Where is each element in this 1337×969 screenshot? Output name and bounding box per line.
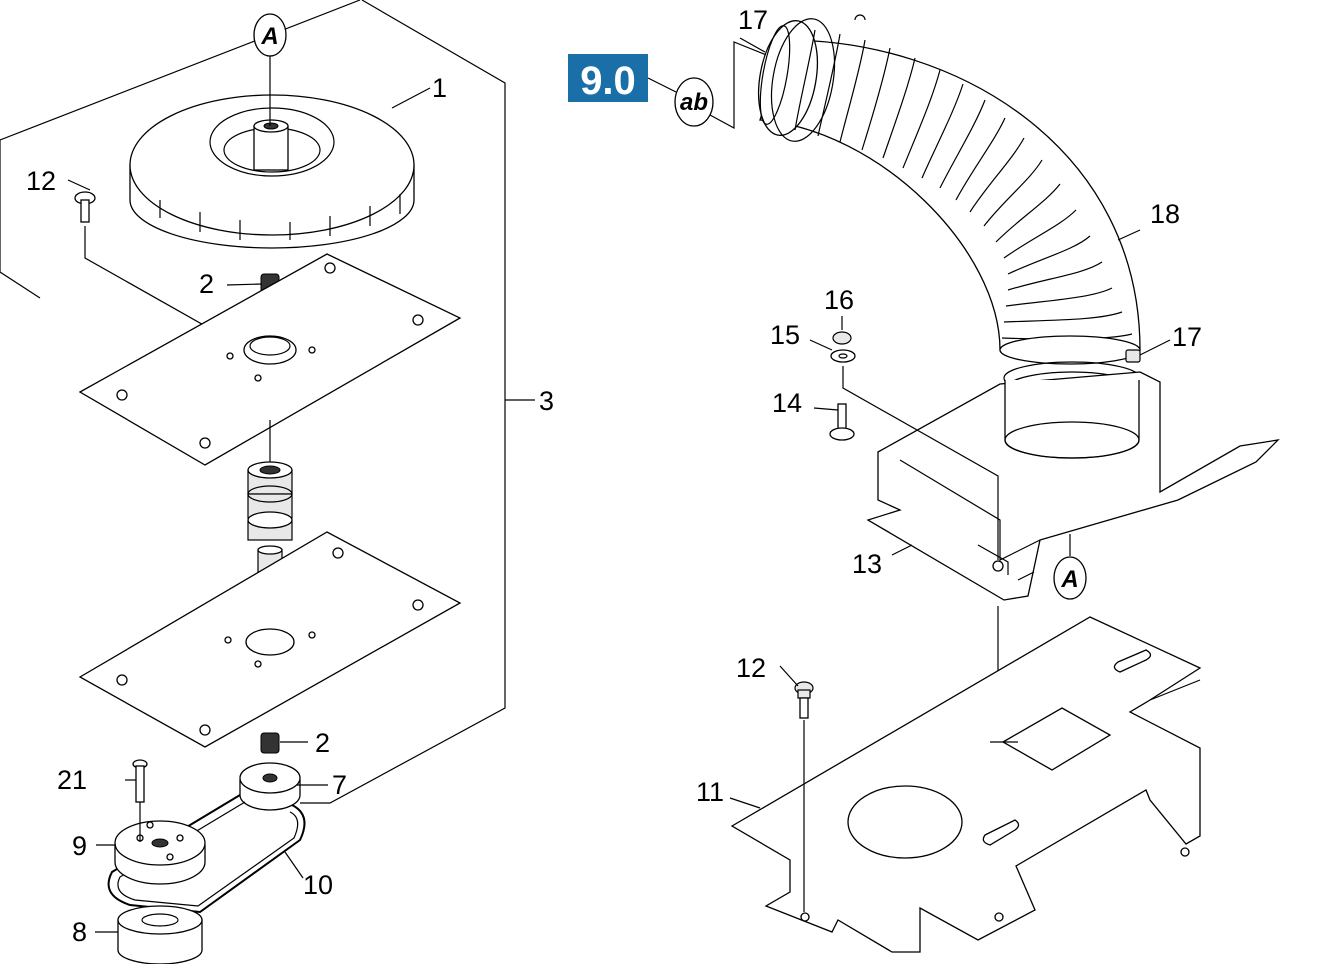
washer-15 xyxy=(830,349,856,363)
fan-wheel xyxy=(129,94,415,249)
svg-text:A: A xyxy=(260,23,278,50)
callout-18: 18 xyxy=(1150,199,1180,229)
base-plate-11 xyxy=(730,616,1202,953)
pulley-7 xyxy=(239,762,301,811)
upper-mounting-plate xyxy=(78,253,462,466)
assembly-3-outline xyxy=(0,0,535,804)
callout-10: 10 xyxy=(303,870,333,900)
callout-14: 14 xyxy=(772,388,802,418)
callout-12-right: 12 xyxy=(736,653,766,683)
callout-16: 16 xyxy=(824,285,854,315)
svg-text:9.0: 9.0 xyxy=(580,59,636,103)
lower-mounting-plate xyxy=(78,531,462,748)
callout-2-top: 2 xyxy=(199,269,214,299)
callout-1: 1 xyxy=(432,73,447,103)
section-badge: 9.0 xyxy=(568,54,648,103)
callout-2-bottom: 2 xyxy=(315,728,330,758)
callout-13: 13 xyxy=(852,549,882,579)
nut-16 xyxy=(832,331,852,345)
screw-21 xyxy=(132,759,148,842)
leader-lines xyxy=(67,87,1171,933)
reference-marker-a-top: A xyxy=(253,13,287,126)
svg-text:A: A xyxy=(1060,566,1078,593)
pulley-9 xyxy=(114,820,206,885)
callout-9: 9 xyxy=(72,831,87,861)
svg-text:ab: ab xyxy=(680,89,708,116)
callout-17-bottom: 17 xyxy=(1172,322,1202,352)
hose-clamp-17-top xyxy=(770,14,866,142)
hub-8 xyxy=(117,905,203,965)
callout-17-top: 17 xyxy=(738,5,768,35)
screw-12-right xyxy=(794,681,814,912)
callout-11: 11 xyxy=(696,777,724,807)
reference-marker-ab: ab xyxy=(674,77,714,127)
callout-12-left: 12 xyxy=(26,166,56,196)
bolt-14 xyxy=(829,403,855,441)
duct-bracket-13 xyxy=(866,371,1280,601)
callout-8: 8 xyxy=(72,917,87,947)
callout-7: 7 xyxy=(332,770,347,800)
flexible-hose-18 xyxy=(757,20,1141,365)
nut-2-bottom xyxy=(260,732,280,754)
callout-21: 21 xyxy=(57,765,87,795)
reference-marker-a-bottom: A xyxy=(1053,534,1087,600)
callout-15: 15 xyxy=(770,320,800,350)
callout-3: 3 xyxy=(539,386,554,416)
callout-labels: 1 2 2 3 7 8 9 10 11 12 12 13 14 15 16 17… xyxy=(26,5,1202,947)
